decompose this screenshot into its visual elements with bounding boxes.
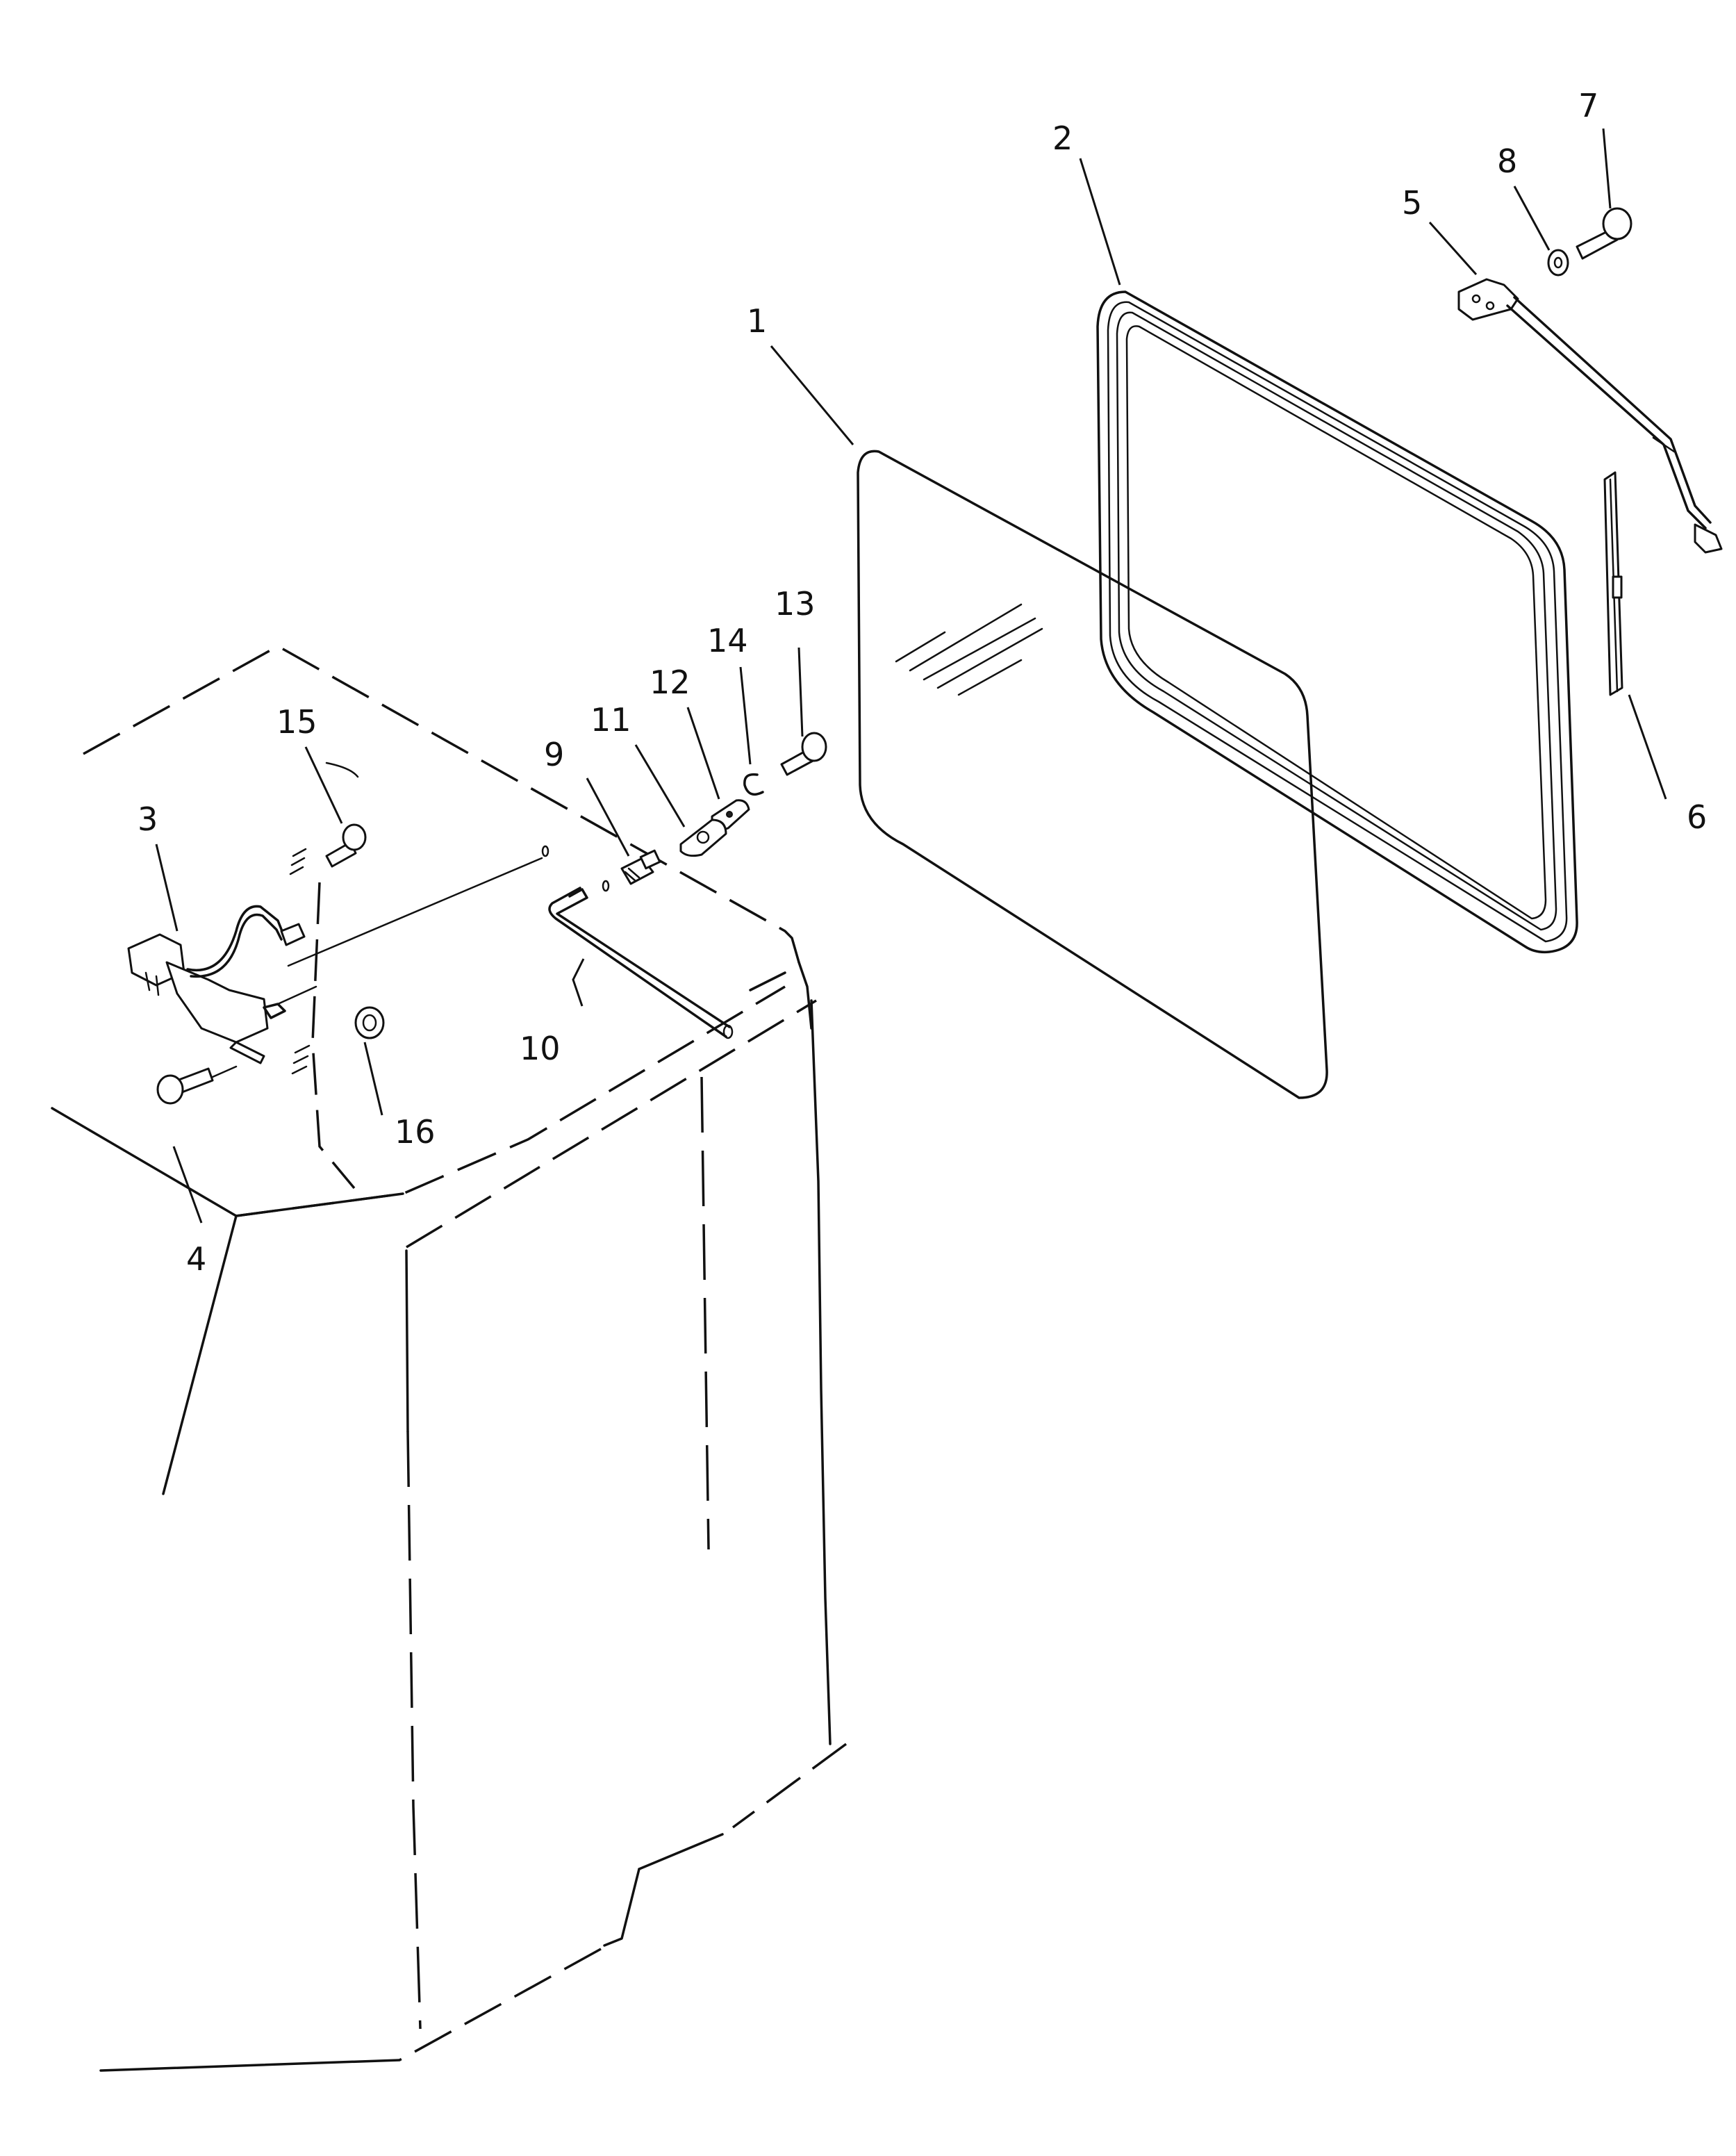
bolt-4 (156, 1065, 238, 1105)
bolt-7 (1576, 207, 1632, 260)
grommet-16 (291, 1006, 385, 1075)
callout-11: 11 (590, 701, 631, 739)
pivot-9 (541, 845, 661, 892)
callout-12: 12 (650, 664, 691, 701)
washer-8 (1547, 249, 1569, 277)
rod-10 (548, 887, 734, 1039)
bolt-15 (289, 823, 367, 875)
callout-4: 4 (186, 1240, 206, 1278)
window-seal (1096, 290, 1578, 954)
callout-labels: 1 2 3 4 5 6 7 8 9 10 11 12 13 14 15 16 (138, 87, 1707, 1278)
callout-6: 6 (1687, 798, 1707, 836)
callout-3: 3 (138, 800, 158, 838)
wiper-arm (1457, 278, 1723, 554)
wiper-blade (1603, 471, 1623, 696)
callout-13: 13 (775, 585, 816, 623)
callout-2: 2 (1052, 120, 1073, 157)
callout-1: 1 (747, 302, 767, 340)
callout-8: 8 (1497, 142, 1517, 180)
leader-lines (155, 128, 1667, 1224)
plate-11 (679, 818, 727, 857)
callout-15: 15 (276, 703, 317, 741)
bolt-13 (780, 732, 827, 776)
clip-14 (743, 773, 764, 796)
cab-outline (51, 644, 848, 2072)
callout-10: 10 (520, 1030, 561, 1067)
callout-7: 7 (1578, 87, 1598, 124)
window-glass (857, 450, 1328, 1099)
callout-5: 5 (1402, 184, 1422, 222)
callout-9: 9 (544, 736, 564, 773)
callout-16: 16 (395, 1113, 436, 1151)
wiper-motor-3 (127, 857, 543, 1064)
callout-14: 14 (707, 622, 748, 659)
